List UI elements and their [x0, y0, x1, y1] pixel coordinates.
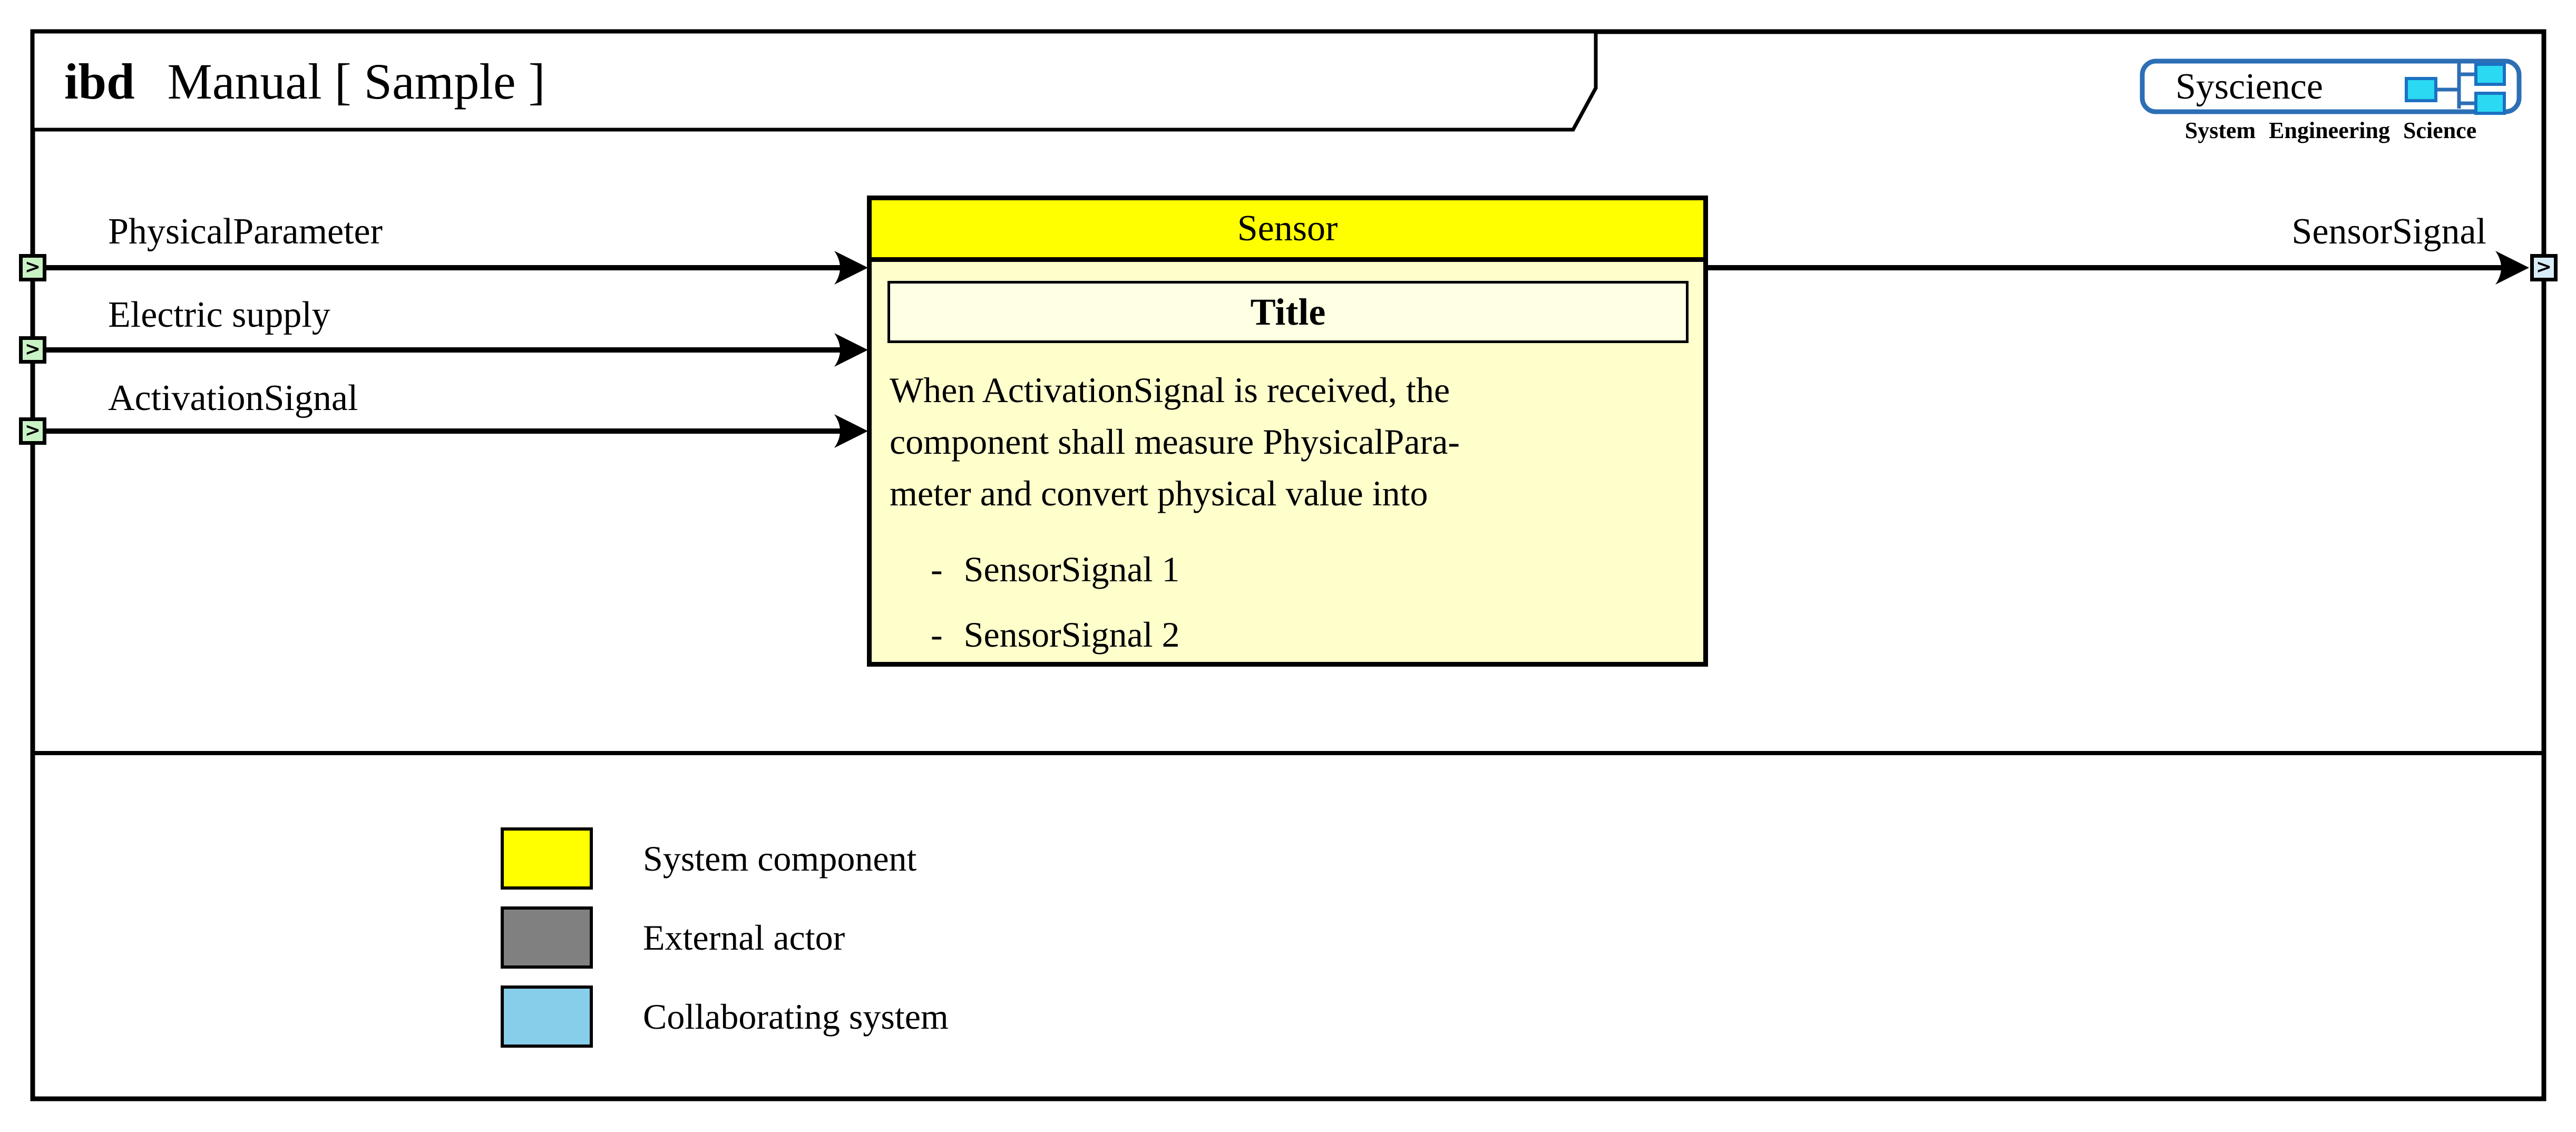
note-item-list: - SensorSignal 1 - SensorSignal 2 — [931, 543, 1703, 660]
logo-brand: Syscience — [2175, 66, 2323, 107]
diagram-title-tab — [31, 30, 1598, 132]
legend-row-external-actor: External actor — [501, 906, 949, 969]
input-label-physicalparameter: PhysicalParameter — [108, 211, 383, 252]
port-chevron-icon: > — [24, 419, 41, 441]
note-item: - SensorSignal 1 — [931, 543, 1703, 595]
arrowhead-electric-supply — [834, 333, 868, 367]
port-chevron-icon: > — [24, 338, 41, 360]
note-item-text: SensorSignal 1 — [963, 549, 1180, 589]
arrowhead-physicalparameter — [834, 251, 868, 285]
diagram-kind-label: ibd — [64, 53, 135, 110]
note-text-line: When ActivationSignal is received, the — [890, 370, 1450, 410]
arrowhead-activationsignal — [834, 414, 868, 448]
legend-swatch-external-actor — [501, 906, 593, 969]
note-item-bullet: - — [931, 549, 943, 589]
note-text-line: meter and convert physical value into — [890, 473, 1428, 513]
legend: System component External actor Collabor… — [501, 827, 949, 1048]
input-port-3: > — [19, 417, 46, 445]
legend-label: Collaborating system — [643, 996, 949, 1037]
logo-icon-block-bottom-right — [2474, 92, 2506, 115]
legend-row-collaborating-system: Collaborating system — [501, 985, 949, 1048]
component-header: Sensor — [872, 200, 1703, 262]
logo-icon-block-top-right — [2474, 63, 2506, 86]
legend-row-system-component: System component — [501, 827, 949, 890]
port-chevron-icon: > — [2535, 256, 2552, 278]
arrowhead-sensorsignal — [2495, 251, 2529, 285]
diagram-title: ibd Manual [ Sample ] — [64, 33, 545, 130]
component-box-sensor: Sensor Title When ActivationSignal is re… — [867, 196, 1708, 667]
input-port-2: > — [19, 336, 46, 364]
input-label-electric-supply: Electric supply — [108, 295, 330, 335]
logo-tagline: System Engineering Science — [2184, 118, 2477, 143]
legend-label: External actor — [643, 917, 845, 958]
port-chevron-icon: > — [24, 256, 41, 278]
note-item-text: SensorSignal 2 — [963, 614, 1180, 655]
input-port-1: > — [19, 254, 46, 281]
output-port: > — [2530, 254, 2558, 281]
note-item-bullet: - — [931, 614, 943, 655]
output-label-sensorsignal: SensorSignal — [2291, 211, 2486, 252]
diagram-name-label: Manual [ Sample ] — [167, 53, 545, 110]
component-name: Sensor — [1237, 208, 1338, 249]
note-item: - SensorSignal 2 — [931, 609, 1703, 660]
logo-icon-block-left — [2405, 77, 2437, 102]
note-title-box: Title — [887, 281, 1689, 343]
legend-swatch-collaborating-system — [501, 985, 593, 1048]
note-title: Title — [1250, 290, 1326, 333]
input-label-activationsignal: ActivationSignal — [108, 378, 358, 418]
legend-swatch-system-component — [501, 827, 593, 890]
note-text-line: component shall measure PhysicalPara- — [890, 422, 1460, 462]
legend-label: System component — [643, 838, 917, 879]
note-paragraph: When ActivationSignal is received, the c… — [890, 364, 1693, 519]
